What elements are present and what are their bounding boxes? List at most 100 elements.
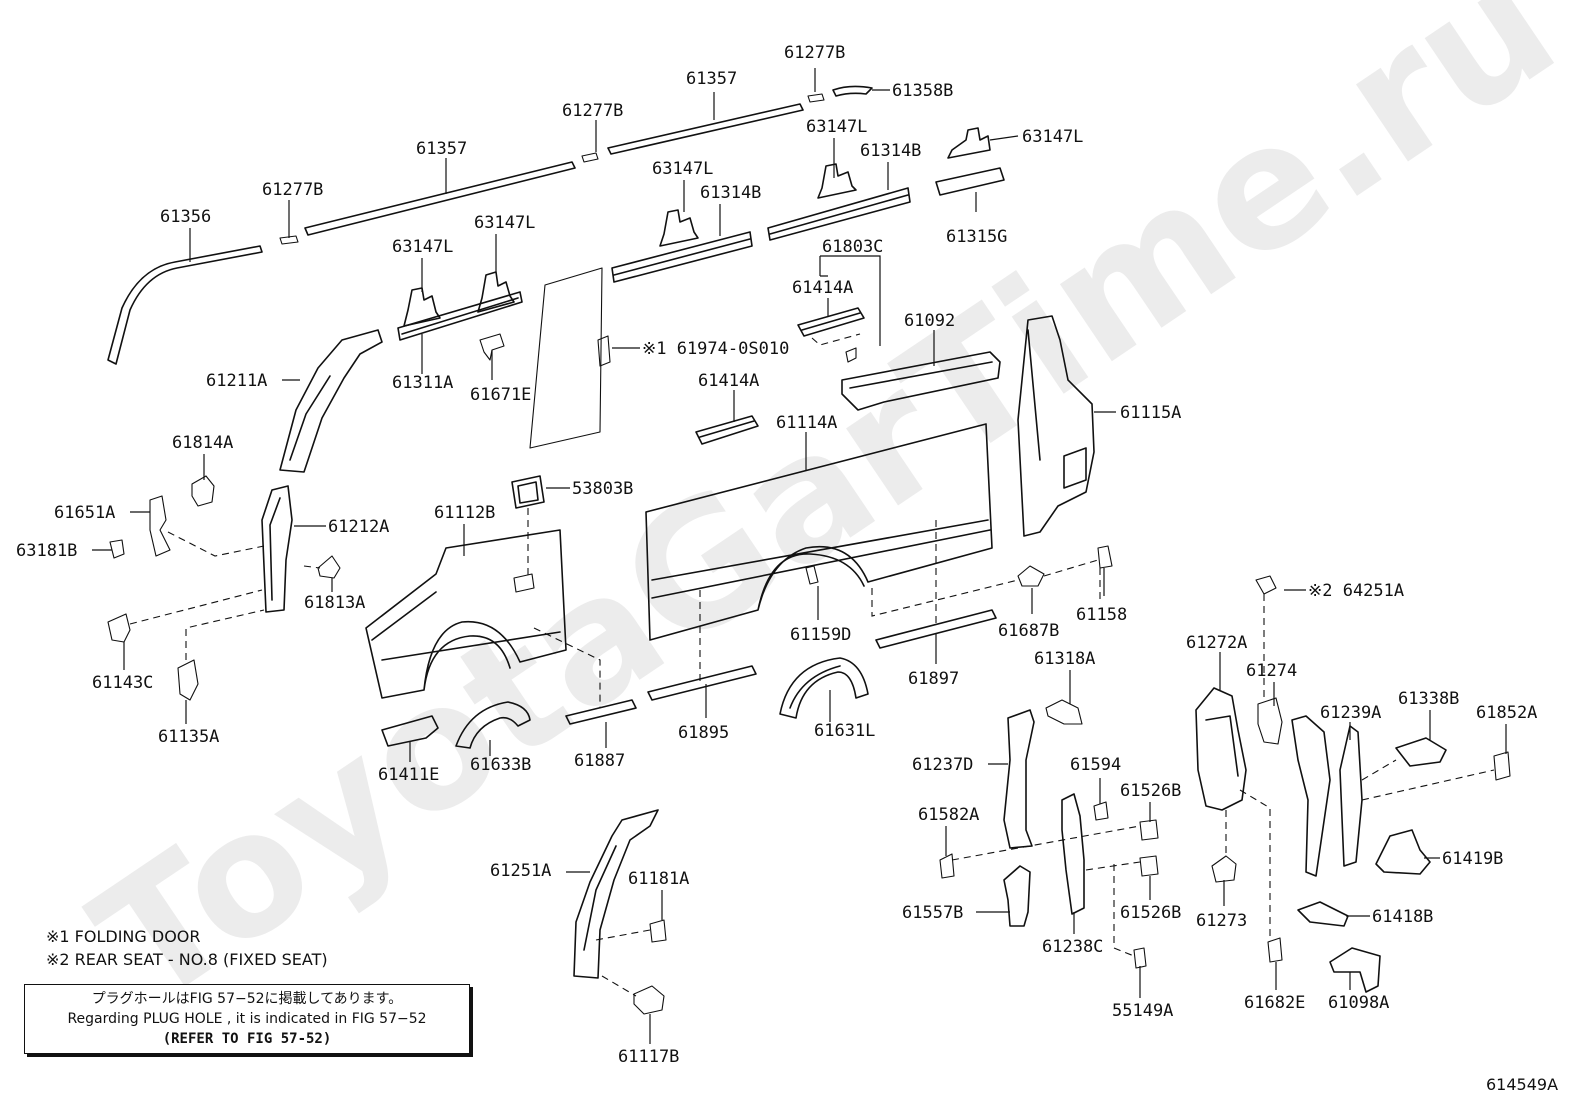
label-61092: 61092 <box>904 311 955 331</box>
label-61277B-mid: 61277B <box>562 101 623 121</box>
part-61803C-link <box>811 333 861 346</box>
label-63147L-5: 63147L <box>474 213 535 233</box>
part-61277B-b <box>581 152 599 163</box>
label-61357-lower: 61357 <box>416 139 467 159</box>
label-61251A: 61251A <box>490 861 551 881</box>
part-61594 <box>1093 801 1109 821</box>
label-61117B: 61117B <box>618 1047 679 1067</box>
label-63181B: 63181B <box>16 541 77 561</box>
part-61212A <box>261 485 293 613</box>
label-61135A: 61135A <box>158 727 219 747</box>
part-61239A <box>1339 725 1363 867</box>
part-55149A <box>1133 947 1147 969</box>
part-63147L-3 <box>659 209 699 247</box>
part-61358B <box>832 85 873 97</box>
part-61098A <box>1329 947 1381 993</box>
part-61356-molding <box>107 245 263 365</box>
label-61411E: 61411E <box>378 765 439 785</box>
part-53803B <box>511 475 545 509</box>
part-61582A <box>939 853 955 879</box>
part-63147L-4 <box>817 163 857 199</box>
part-61897 <box>875 609 997 649</box>
part-61357-molding-upper <box>607 103 804 155</box>
label-61112B: 61112B <box>434 503 495 523</box>
label-61274: 61274 <box>1246 661 1297 681</box>
part-61318A <box>1045 699 1083 725</box>
part-61092 <box>841 351 1001 411</box>
label-61098A: 61098A <box>1328 993 1389 1013</box>
part-61682E <box>1267 937 1283 963</box>
part-63181B <box>109 539 125 559</box>
part-61112B-plug <box>513 573 535 593</box>
label-61277B-top: 61277B <box>784 43 845 63</box>
part-61274-pillar <box>1291 715 1331 877</box>
part-61526B-b <box>1139 855 1159 877</box>
part-61211A <box>279 329 383 473</box>
part-61115A <box>1017 315 1095 537</box>
part-61277B-c <box>807 93 825 103</box>
label-61114A: 61114A <box>776 413 837 433</box>
label-61272A: 61272A <box>1186 633 1247 653</box>
part-63147L-5 <box>947 127 991 159</box>
label-61238C: 61238C <box>1042 937 1103 957</box>
dashed-connectors <box>129 508 1495 997</box>
part-61273 <box>1211 855 1237 883</box>
label-61314B-2: 61314B <box>700 183 761 203</box>
label-61582A: 61582A <box>918 805 979 825</box>
part-61631L <box>779 657 869 719</box>
label-61315G: 61315G <box>946 227 1007 247</box>
part-61887 <box>565 699 637 725</box>
label-61671E: 61671E <box>470 385 531 405</box>
part-61158 <box>1097 545 1113 569</box>
parts-artwork <box>107 85 1511 1015</box>
footnotes: ※1 FOLDING DOOR ※2 REAR SEAT - NO.8 (FIX… <box>46 925 328 971</box>
label-61414A-2: 61414A <box>698 371 759 391</box>
part-61633B <box>455 701 531 749</box>
part-61526B-a <box>1139 819 1159 841</box>
part-63147L-2 <box>477 271 515 313</box>
label-61159D: 61159D <box>790 625 851 645</box>
plug-hole-note: プラグホールはFIG 57−52に掲載してあります。 Regarding PLU… <box>24 984 470 1054</box>
label-61311A: 61311A <box>392 373 453 393</box>
label-61813A: 61813A <box>304 593 365 613</box>
part-61651A <box>149 495 171 557</box>
label-61115A: 61115A <box>1120 403 1181 423</box>
label-63147L-1: 63147L <box>806 117 867 137</box>
part-61315G <box>935 167 1005 196</box>
label-55149A: 55149A <box>1112 1001 1173 1021</box>
label-61419B: 61419B <box>1442 849 1503 869</box>
label-61526B-1: 61526B <box>1120 781 1181 801</box>
label-61414A-1: 61414A <box>792 278 853 298</box>
part-61237D <box>1003 709 1035 849</box>
footnote-folding-door: ※1 FOLDING DOOR <box>46 927 201 946</box>
label-61651A: 61651A <box>54 503 115 523</box>
part-61895 <box>647 665 757 701</box>
label-61897: 61897 <box>908 669 959 689</box>
part-61852A <box>1493 751 1511 781</box>
label-61358B: 61358B <box>892 81 953 101</box>
part-61357-molding-lower <box>304 161 576 236</box>
label-61211A: 61211A <box>206 371 267 391</box>
label-61594: 61594 <box>1070 755 1121 775</box>
label-61143C: 61143C <box>92 673 153 693</box>
label-61314B-1: 61314B <box>860 141 921 161</box>
label-61277B-left: 61277B <box>262 180 323 200</box>
part-61238C <box>1061 793 1085 915</box>
part-61338B <box>1395 737 1447 767</box>
label-61158: 61158 <box>1076 605 1127 625</box>
part-61311A-rail <box>397 291 523 341</box>
label-63147L-3: 63147L <box>652 159 713 179</box>
label-63147L-4: 63147L <box>392 237 453 257</box>
label-61418B: 61418B <box>1372 907 1433 927</box>
label-61852A: 61852A <box>1476 703 1537 723</box>
label-61633B: 61633B <box>470 755 531 775</box>
part-folding-door-outline <box>529 267 603 449</box>
part-61114A <box>645 423 993 641</box>
part-61159D <box>805 565 819 585</box>
part-61411E <box>381 715 439 747</box>
label-61239A: 61239A <box>1320 703 1381 723</box>
label-61273: 61273 <box>1196 911 1247 931</box>
part-61251A <box>573 809 659 979</box>
leader-lines <box>92 68 1507 1044</box>
